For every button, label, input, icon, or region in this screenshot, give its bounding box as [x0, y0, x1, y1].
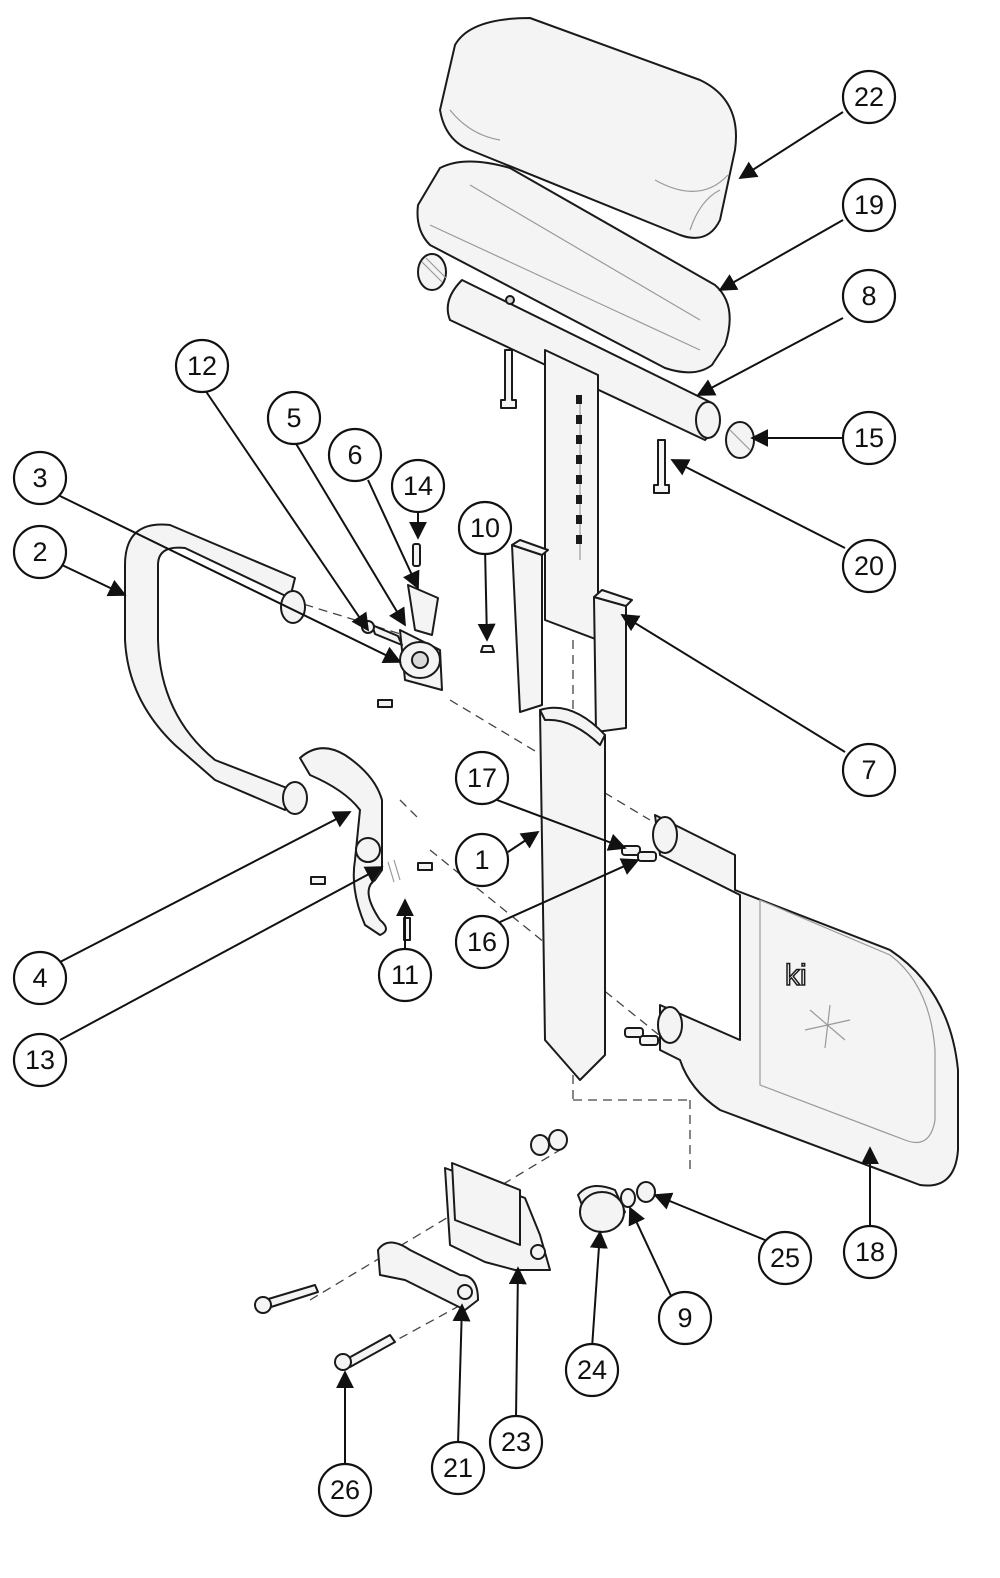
- callout-9: 9: [657, 1290, 713, 1346]
- callout-4: 4: [12, 950, 68, 1006]
- armrest-pad: [416, 160, 731, 374]
- release-lever: [299, 747, 401, 936]
- pad-screws: [500, 349, 670, 494]
- arm-cross-tube: [446, 279, 721, 441]
- callout-20: 20: [841, 538, 897, 594]
- upper-clamp: [444, 1162, 551, 1271]
- callout-9-label: 9: [677, 1303, 692, 1333]
- callout-19: 19: [841, 177, 897, 233]
- callout-6: 6: [327, 427, 383, 483]
- callout-21-label: 21: [443, 1453, 473, 1483]
- callout-8-label: 8: [861, 281, 876, 311]
- callout-24: 24: [564, 1342, 620, 1398]
- callout-14-label: 14: [403, 471, 433, 501]
- callout-24-label: 24: [577, 1355, 607, 1385]
- nut-and-washer: [620, 1181, 656, 1208]
- slide-guide-left: [511, 539, 549, 713]
- armrest-pad-cover: [439, 17, 737, 239]
- callout-25: 25: [757, 1230, 813, 1286]
- callout-26-label: 26: [330, 1475, 360, 1505]
- callout-7: 7: [841, 742, 897, 798]
- callout-14: 14: [390, 458, 446, 514]
- callout-1: 1: [454, 832, 510, 888]
- svg-text:ki: ki: [785, 959, 807, 992]
- callout-22-label: 22: [854, 82, 884, 112]
- callout-18-label: 18: [855, 1237, 885, 1267]
- callout-21: 21: [430, 1440, 486, 1496]
- callout-18: 18: [842, 1224, 898, 1280]
- callout-16: 16: [454, 914, 510, 970]
- arm-receiver-tube: [539, 706, 606, 1081]
- callout-10-label: 10: [470, 513, 500, 543]
- callout-17: 17: [454, 750, 510, 806]
- callout-20-label: 20: [854, 551, 884, 581]
- clamp-washers: [530, 1129, 568, 1156]
- callout-12-label: 12: [187, 351, 217, 381]
- callout-22: 22: [841, 69, 897, 125]
- callout-13: 13: [12, 1032, 68, 1088]
- callout-11: 11: [377, 947, 433, 1003]
- lower-clamp: [377, 1241, 479, 1311]
- callout-3-label: 3: [32, 463, 47, 493]
- callout-6-label: 6: [347, 440, 362, 470]
- pins: [621, 845, 659, 1046]
- callout-1-label: 1: [474, 845, 489, 875]
- arm-mount-block: [361, 620, 443, 691]
- callout-2-label: 2: [32, 537, 47, 567]
- callout-12: 12: [174, 338, 230, 394]
- callout-5-label: 5: [286, 403, 301, 433]
- callout-10: 10: [457, 500, 513, 556]
- callout-15-label: 15: [854, 423, 884, 453]
- leader-lines: [59, 111, 879, 1466]
- slide-guide-right: [593, 589, 633, 733]
- callout-5: 5: [266, 390, 322, 446]
- callout-4-label: 4: [32, 963, 47, 993]
- callout-11-label: 11: [391, 960, 419, 990]
- small-pin: [412, 543, 421, 567]
- callout-26: 26: [317, 1462, 373, 1518]
- callout-17-label: 17: [467, 763, 497, 793]
- callout-2: 2: [12, 524, 68, 580]
- callout-13-label: 13: [25, 1045, 55, 1075]
- callout-3: 3: [12, 450, 68, 506]
- callout-23: 23: [488, 1414, 544, 1470]
- latch-plate: [407, 584, 439, 636]
- callout-19-label: 19: [854, 190, 884, 220]
- callout-25-label: 25: [770, 1243, 800, 1273]
- callout-7-label: 7: [861, 755, 876, 785]
- split-collar: [577, 1185, 626, 1233]
- arm-height-post: [544, 349, 599, 641]
- arm-side-panel: ki: [652, 814, 959, 1187]
- callout-23-label: 23: [501, 1427, 531, 1457]
- callout-8: 8: [841, 268, 897, 324]
- callout-16-label: 16: [467, 927, 497, 957]
- arm-loop-handle: [124, 523, 308, 815]
- callout-15: 15: [841, 410, 897, 466]
- clamp-bolts: [254, 1284, 396, 1371]
